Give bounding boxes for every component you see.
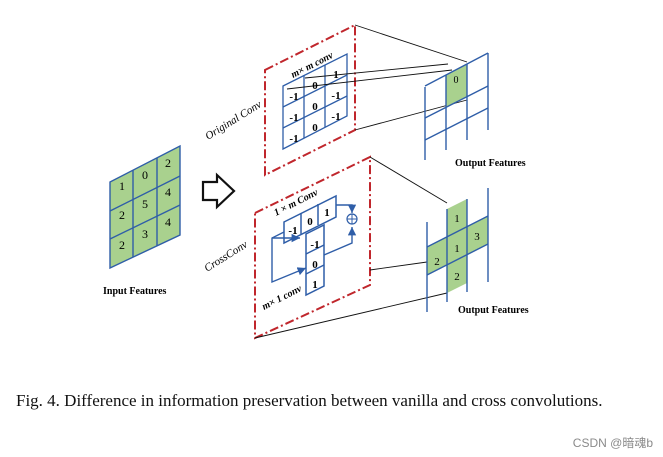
kernel-cell: -1 xyxy=(331,111,340,123)
input-cell: 0 xyxy=(142,168,148,182)
output-bottom-cell: 1 xyxy=(454,213,460,225)
kernel-cell: 0 xyxy=(312,80,318,92)
output-bottom-cell: 2 xyxy=(434,256,440,268)
watermark: CSDN @暗魂b xyxy=(572,436,653,450)
input-cell: 4 xyxy=(165,185,171,199)
input-cell: 2 xyxy=(165,156,171,170)
input-cell: 3 xyxy=(142,227,148,241)
kernel-cell: 0 xyxy=(312,101,318,113)
output-bottom-cell: 1 xyxy=(454,243,460,255)
col-kernel-cell: 0 xyxy=(312,259,318,271)
kernel-cell: 0 xyxy=(312,122,318,134)
mx1-conv-label: m× 1 conv xyxy=(260,283,304,313)
flow-arrow-icon xyxy=(201,172,236,210)
output-top-cell: 0 xyxy=(454,75,459,86)
output-top-label: Output Features xyxy=(455,158,526,169)
kernel-cell: -1 xyxy=(289,133,298,145)
original-conv-block: m× m conv -1 0 1 -1 0 -1 -1 0 -1 xyxy=(264,23,468,177)
input-cell: 1 xyxy=(119,179,125,193)
col-kernel-cell: -1 xyxy=(310,239,319,251)
onexm-conv-label: 1 × m Conv xyxy=(272,187,320,219)
input-feature-map: 1 0 2 2 5 4 2 3 4 xyxy=(109,144,181,270)
row-kernel-cell: 1 xyxy=(324,207,330,219)
col-kernel-cell: 1 xyxy=(312,279,318,291)
input-features-label: Input Features xyxy=(103,286,167,297)
kernel-cell: 1 xyxy=(333,69,339,81)
kernel-cell: -1 xyxy=(331,90,340,102)
output-bottom-label: Output Features xyxy=(458,305,529,316)
cross-conv-block: -1 0 1 -1 0 1 1 × m Conv m× 1 conv xyxy=(254,155,448,340)
cross-conv-label: CrossConv xyxy=(202,239,250,275)
kernel-cell: -1 xyxy=(289,112,298,124)
output-bottom-map: 1 2 1 3 2 xyxy=(426,188,489,312)
kernel-cell: -1 xyxy=(289,91,298,103)
figure-caption: Fig. 4. Difference in information preser… xyxy=(16,391,603,410)
row-kernel-cell: 0 xyxy=(307,216,313,228)
output-top-map: 0 xyxy=(424,52,489,160)
input-cell: 4 xyxy=(165,215,171,229)
output-bottom-cell: 2 xyxy=(454,271,460,283)
input-cell: 2 xyxy=(119,238,125,252)
input-cell: 2 xyxy=(119,208,125,222)
output-bottom-cell: 3 xyxy=(474,231,480,243)
original-conv-label: Original Conv xyxy=(203,98,264,142)
row-kernel-cell: -1 xyxy=(288,225,297,237)
input-cell: 5 xyxy=(142,197,148,211)
